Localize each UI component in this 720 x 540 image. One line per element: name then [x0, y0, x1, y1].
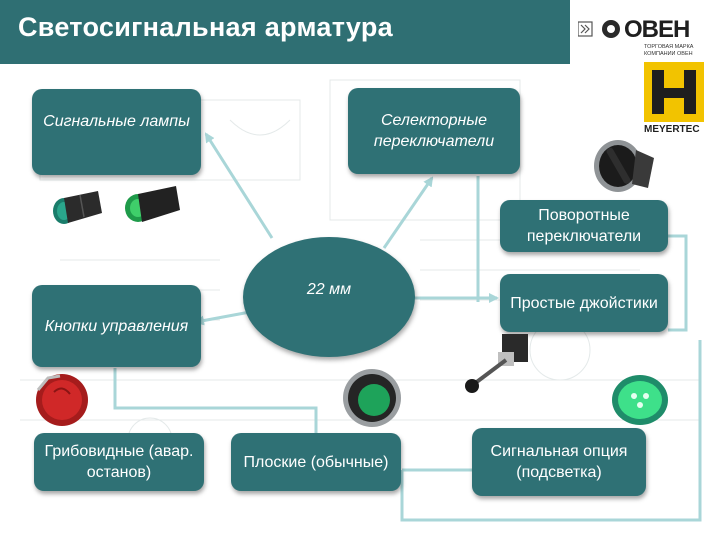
box-signal-option-label: Сигнальная опция (подсветка) — [490, 443, 628, 481]
page-title: Светосигнальная арматура — [18, 12, 393, 42]
logo-caption-2: КОМПАНИИ ОВЕН — [644, 51, 693, 57]
box-control-buttons-label: Кнопки управления — [44, 317, 189, 335]
signal-lamp-green-icon — [125, 186, 180, 222]
selector-switch-icon — [594, 140, 654, 192]
hub-22mm: 22 мм — [243, 237, 415, 357]
signal-lamp-dark-icon — [53, 191, 102, 224]
arrow-to-control-buttons — [194, 310, 251, 326]
box-simple-joysticks-label: Простые джойстики — [510, 294, 658, 312]
logo-brand-text: ОВЕН — [624, 16, 690, 43]
flat-button-icon — [343, 369, 401, 427]
hub-label: 22 мм — [306, 281, 352, 298]
box-simple-joysticks: Простые джойстики — [500, 274, 668, 332]
arrow-to-selector — [382, 176, 434, 249]
box-control-buttons: Кнопки управления — [32, 285, 201, 367]
joystick-icon — [465, 334, 528, 393]
owen-logo-icon — [577, 20, 620, 38]
box-flat: Плоские (обычные) — [231, 433, 401, 491]
brand-logo: ОВЕН ТОРГОВАЯ МАРКА КОМПАНИИ ОВЕН MEYERT… — [577, 16, 716, 146]
illuminated-option-icon — [612, 375, 668, 425]
box-selector-switches: Селекторные переключатели — [348, 88, 520, 174]
arrow-to-signal-lamps — [204, 132, 274, 239]
line-buttons-down — [113, 368, 318, 434]
title-bar: Светосигнальная арматура — [0, 0, 570, 64]
box-signal-lamps: Сигнальные лампы — [32, 89, 201, 175]
box-rotary-switches: Поворотные переключатели — [500, 200, 668, 252]
box-rotary-switches-label: Поворотные переключатели — [526, 207, 642, 245]
box-mushroom-label: Грибовидные (авар. останов) — [44, 443, 194, 481]
logo-sub-brand: MEYERTEC — [644, 124, 700, 135]
box-mushroom: Грибовидные (авар. останов) — [34, 433, 204, 491]
line-rotary-right — [668, 234, 688, 332]
box-flat-label: Плоские (обычные) — [243, 453, 389, 471]
box-signal-option: Сигнальная опция (подсветка) — [472, 428, 646, 496]
meyertec-logo-icon — [644, 62, 704, 122]
mushroom-button-icon — [36, 374, 88, 426]
logo-caption-1: ТОРГОВАЯ МАРКА — [644, 44, 694, 50]
box-signal-lamps-label: Сигнальные лампы — [43, 113, 190, 130]
box-selector-switches-label: Селекторные переключатели — [373, 112, 495, 150]
line-signal-option — [400, 470, 702, 522]
